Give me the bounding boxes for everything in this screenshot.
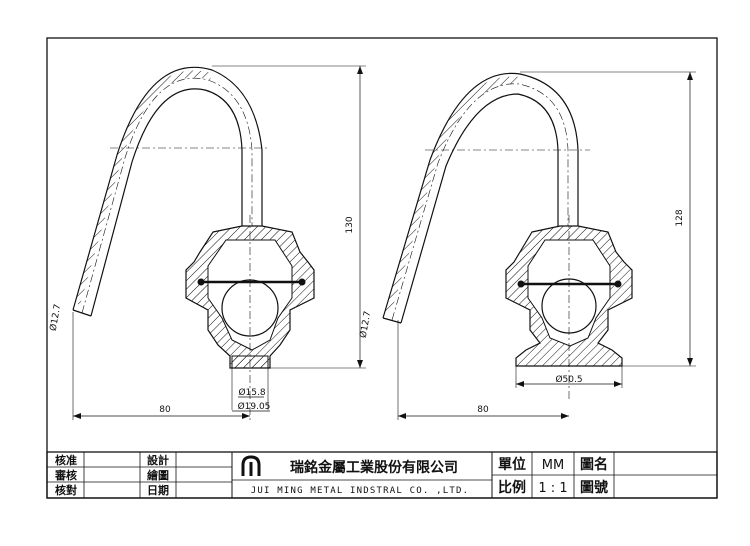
scale-label: 比例 <box>498 479 526 496</box>
right-spout-pipe-inner <box>400 93 559 324</box>
right-stem-end-right <box>614 280 622 288</box>
left-spout-pipe-outer <box>72 66 263 311</box>
unit-value: MM <box>542 458 564 473</box>
left-spout-pipe-inner <box>90 88 243 317</box>
right-width-dim-text: 80 <box>477 405 489 415</box>
left-faucet-view: 130 80 Ø15.8 Ø19.05 Ø12.7 <box>48 65 366 420</box>
left-outlet-inner-dia-text: Ø15.8 <box>238 387 265 398</box>
left-spout-centerline <box>81 77 253 314</box>
label-check: 核對 <box>55 483 77 497</box>
label-approve: 核准 <box>55 453 77 467</box>
left-width-arrow-left <box>73 413 81 419</box>
right-flange-arrow-l <box>516 381 524 387</box>
company-logo <box>241 455 261 476</box>
right-height-arrow-top <box>687 72 693 80</box>
right-spout-pipe-outer <box>382 72 579 319</box>
scale-value: 1 : 1 <box>538 481 567 496</box>
right-pipe-dia-text: Ø12.7 <box>358 310 374 339</box>
right-flange-arrow-r <box>614 381 622 387</box>
left-width-arrow-right <box>242 413 250 419</box>
right-width-arrow-left <box>398 413 406 419</box>
company-name-en: JUI MING METAL INDSTRAL CO. ,LTD. <box>251 486 469 496</box>
drawing-name-label: 圖名 <box>580 456 608 473</box>
right-faucet-view: 128 Ø50.5 80 Ø12.7 <box>358 71 696 420</box>
right-width-arrow-right <box>561 413 569 419</box>
title-block: 核准 設計 審核 繪圖 核對 日期 瑞銘金屬工業股份有限公司 JUI MING … <box>46 451 718 499</box>
right-height-arrow-bottom <box>687 358 693 366</box>
left-outlet-outer-dia-text: Ø19.05 <box>238 401 271 412</box>
left-pipe-dia-text: Ø12.7 <box>48 303 64 332</box>
label-date: 日期 <box>147 483 169 497</box>
right-height-dim-text: 128 <box>675 209 685 226</box>
left-spout-tip <box>72 309 92 317</box>
label-drawn: 繪圖 <box>147 468 169 482</box>
left-stem-end-left <box>197 278 205 286</box>
right-stem-end-left <box>517 280 525 288</box>
unit-label: 單位 <box>498 456 526 473</box>
label-design: 設計 <box>147 453 169 467</box>
right-pipe-wall-hatch <box>385 76 520 313</box>
right-flange-dia-text: Ø50.5 <box>555 374 582 385</box>
left-stem-end-right <box>298 278 306 286</box>
label-review: 審核 <box>54 468 77 482</box>
company-name-cn: 瑞銘金屬工業股份有限公司 <box>290 459 458 476</box>
drawing-no-label: 圖號 <box>580 479 608 496</box>
left-height-arrow-bottom <box>357 360 363 368</box>
left-height-arrow-top <box>357 66 363 74</box>
left-height-dim-text: 130 <box>345 216 355 233</box>
left-width-dim-text: 80 <box>159 405 171 415</box>
